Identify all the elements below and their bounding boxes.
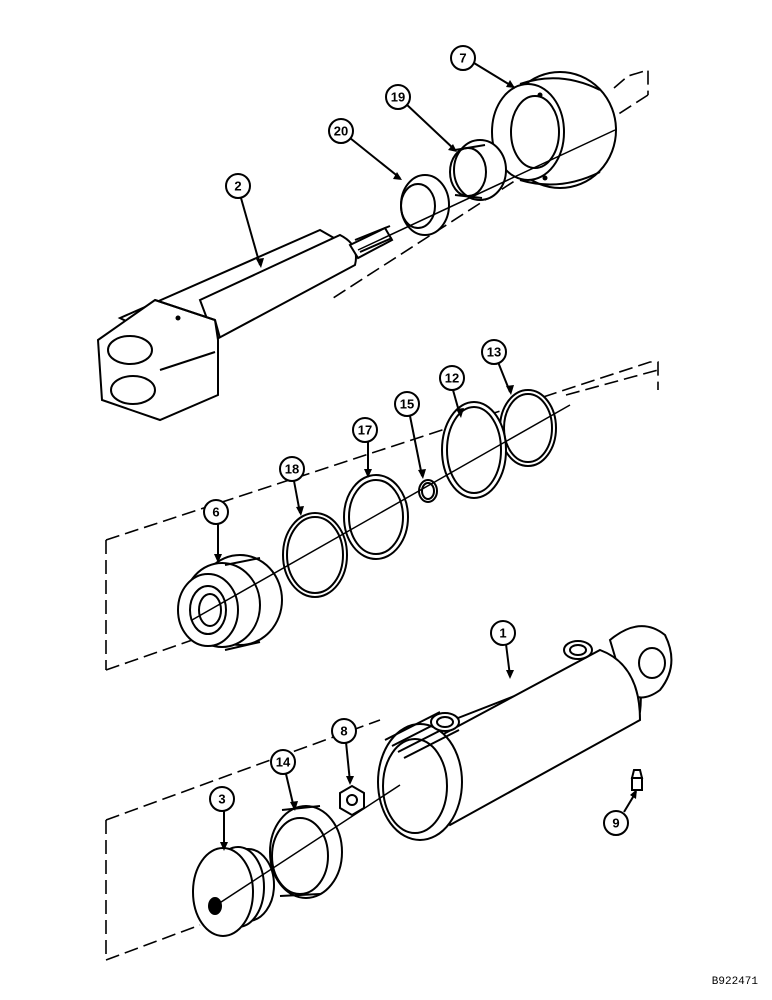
callout-2: 2	[225, 173, 264, 268]
callout-label: 12	[445, 371, 459, 386]
o-ring-17-part	[343, 474, 409, 560]
callout-12: 12	[439, 365, 465, 418]
callout-15: 15	[394, 391, 426, 479]
callout-label: 15	[400, 397, 414, 412]
callout-label: 1	[499, 626, 506, 641]
piston-6-part	[177, 554, 283, 651]
backup-ring-18-part	[282, 512, 348, 598]
callout-14: 14	[270, 749, 298, 811]
centre-axis-lines	[191, 129, 616, 907]
callout-6: 6	[203, 499, 229, 563]
callout-9: 9	[603, 789, 637, 836]
callout-19: 19	[385, 84, 457, 152]
callout-label: 2	[234, 179, 241, 194]
callout-18: 18	[279, 456, 305, 516]
callout-8: 8	[331, 718, 357, 785]
callout-label: 17	[358, 423, 372, 438]
callout-label: 3	[218, 792, 225, 807]
callout-13: 13	[481, 339, 514, 395]
callout-label: 9	[612, 816, 619, 831]
backup-ring-12-part	[441, 401, 507, 499]
bushing-14-part	[269, 805, 343, 899]
callout-label: 19	[391, 90, 405, 105]
callout-1: 1	[490, 620, 516, 679]
callout-7: 7	[450, 45, 516, 89]
piston-rod-part	[96, 225, 394, 422]
callout-label: 6	[212, 505, 219, 520]
callout-3: 3	[209, 786, 235, 851]
wiper-seal-part	[400, 174, 450, 236]
callout-17: 17	[352, 417, 378, 478]
callout-label: 7	[459, 51, 466, 66]
callout-label: 14	[276, 755, 291, 770]
gland-nut-part	[491, 71, 617, 189]
callout-label: 13	[487, 345, 501, 360]
bushing-part	[449, 139, 507, 201]
callout-20: 20	[328, 118, 402, 180]
callout-label: 20	[334, 124, 348, 139]
reference-code: B922471	[711, 976, 758, 988]
grease-fitting-part	[630, 769, 644, 791]
cylinder-barrel-part	[377, 625, 673, 841]
callout-label: 18	[285, 462, 299, 477]
o-ring-13-part	[499, 389, 557, 467]
o-ring-15-part	[418, 479, 438, 503]
callout-label: 8	[340, 724, 347, 739]
head-3-part	[192, 846, 275, 937]
